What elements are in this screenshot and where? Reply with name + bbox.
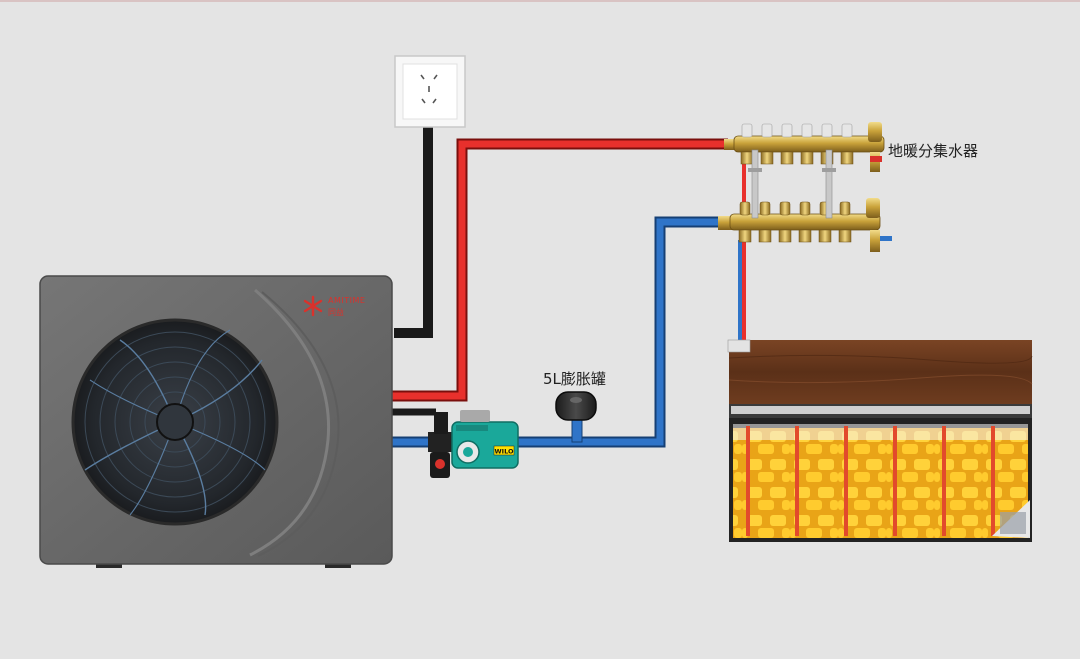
brand-logo-text: AMITIME: [328, 296, 365, 305]
heat-pump-unit: AMITIME 同益: [40, 276, 392, 568]
expansion-tank-icon: [556, 392, 596, 442]
brand-logo-subtext: 同益: [328, 307, 344, 317]
supply-pipe: [392, 144, 744, 396]
floor-section: [728, 340, 1032, 542]
expansion-tank-label: 5L膨胀罐: [543, 368, 606, 389]
valve: [428, 412, 452, 478]
pump-badge: WILO: [494, 448, 513, 456]
power-cable: [392, 125, 436, 412]
wood-floor: [729, 340, 1032, 404]
fan-icon: [73, 320, 277, 524]
pump-icon: WILO: [452, 410, 518, 468]
top-border-line: [0, 0, 1080, 2]
manifold-label: 地暖分集水器: [888, 140, 978, 161]
wall-socket: [395, 56, 465, 127]
